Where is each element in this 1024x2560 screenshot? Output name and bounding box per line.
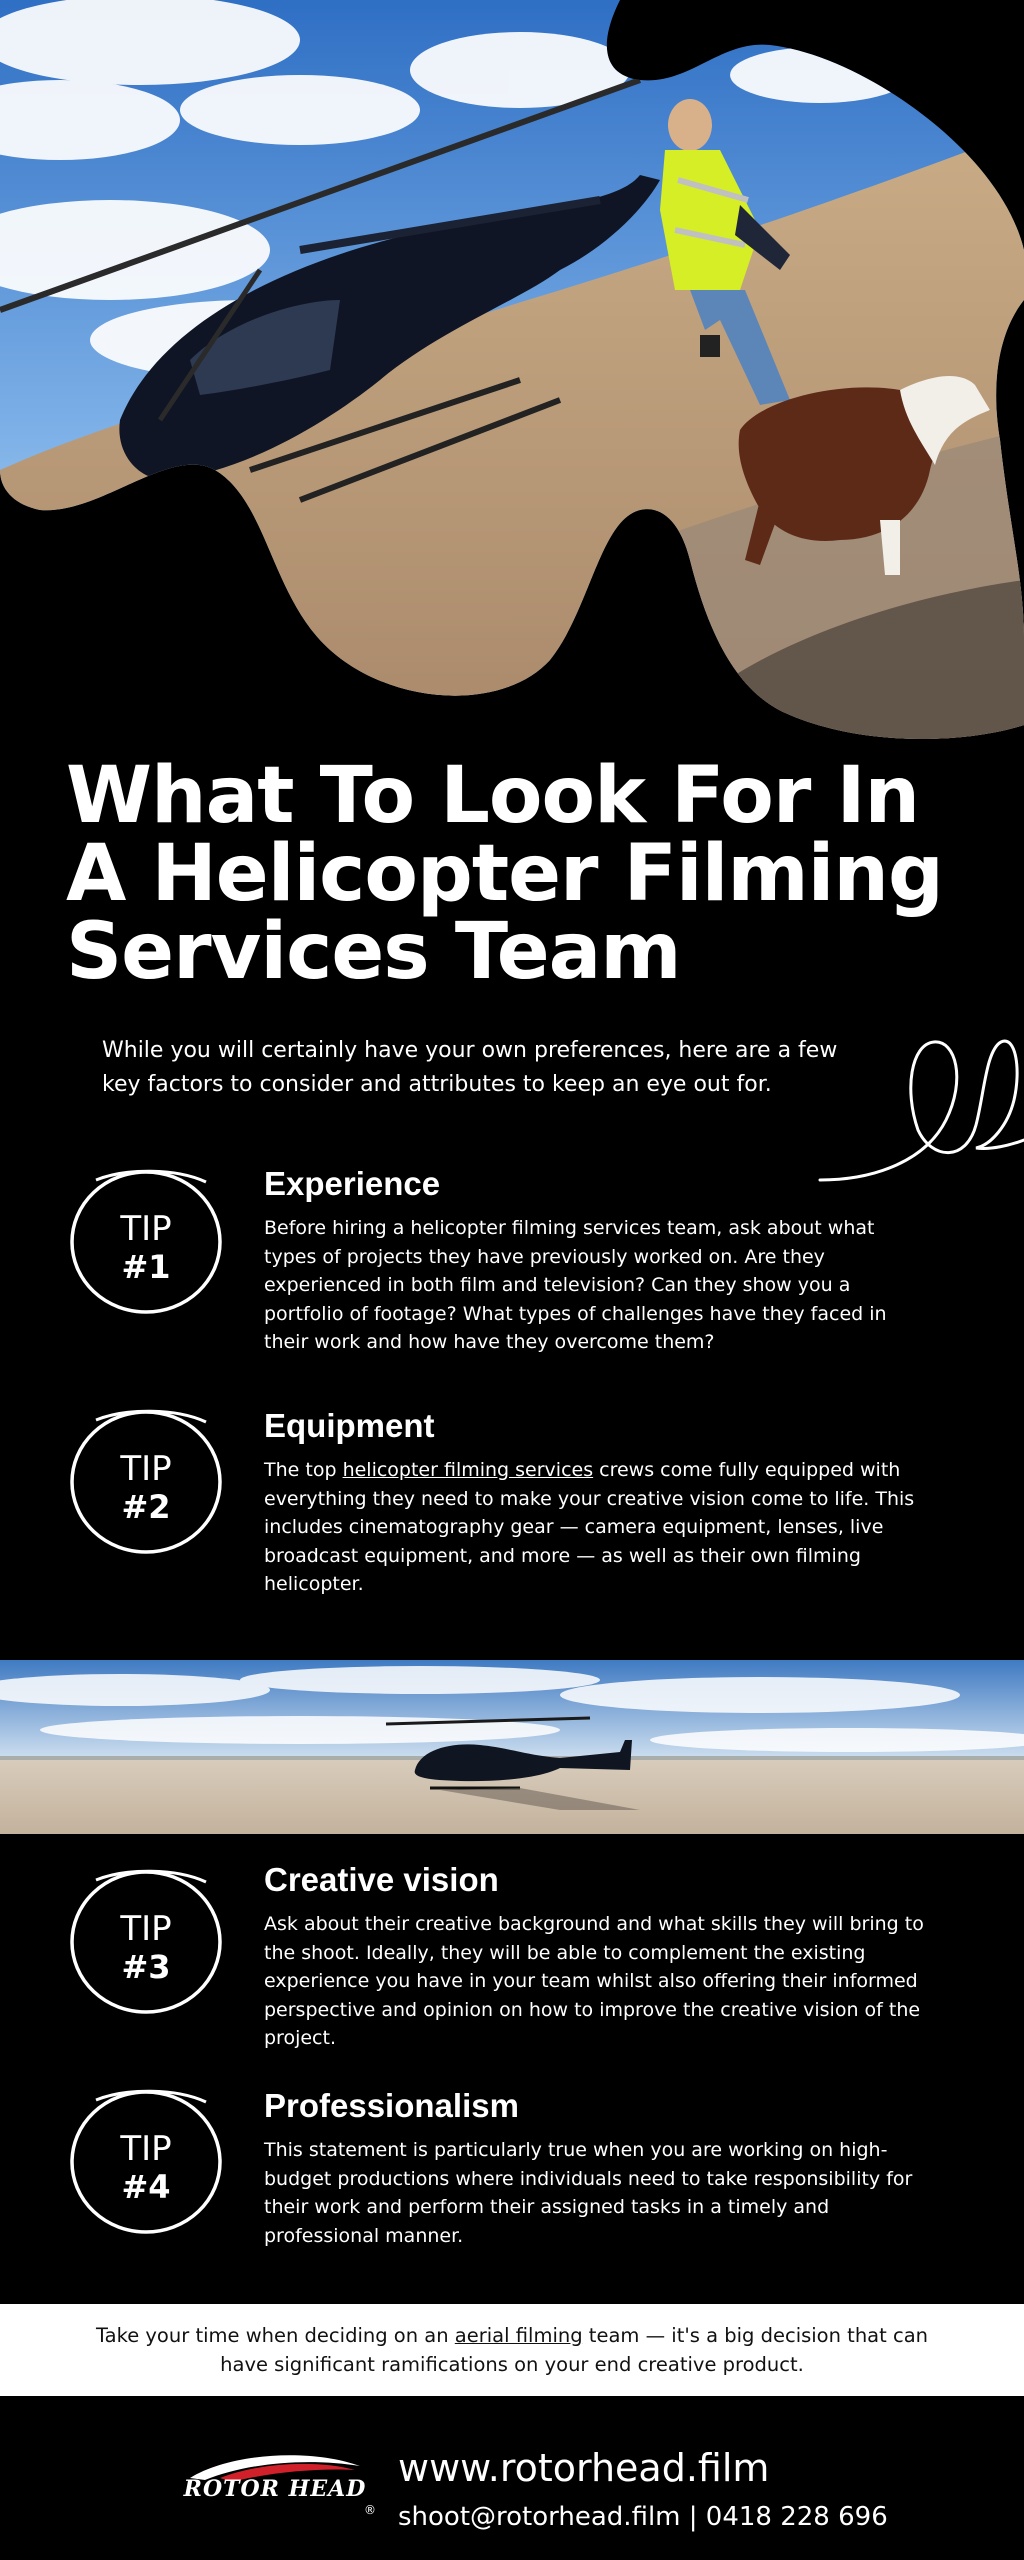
aerial-filming-link[interactable]: aerial filming — [454, 2324, 583, 2347]
conclusion-text: Take your time when deciding on an aeria… — [92, 2321, 932, 2379]
hero-photo — [0, 0, 1024, 740]
contact-info[interactable]: shoot@rotorhead.film | 0418 228 696 — [398, 2502, 888, 2532]
page-title: What To Look For In A Helicopter Filming… — [66, 757, 966, 991]
tip-heading: Experience — [264, 1165, 441, 1202]
tip-badge-word: TIP — [119, 1209, 171, 1249]
logo-text: ROTOR HEAD — [183, 2476, 367, 2502]
helicopter-salt-flat-photo-icon — [0, 1660, 1024, 1834]
title-line-3: Services Team — [66, 907, 682, 997]
tip-badge-number: #3 — [121, 1948, 170, 1986]
decorative-swirl-icon — [818, 1039, 1024, 1182]
title-line-1: What To Look For In — [66, 751, 920, 841]
tip-badge-word: TIP — [119, 2129, 171, 2169]
tip-body: This statement is particularly true when… — [264, 2139, 913, 2247]
conclusion-text-pre: Take your time when deciding on an — [95, 2324, 455, 2347]
helicopter-pilot-dog-photo-icon — [0, 0, 1024, 739]
conclusion-text-post: team — it's a big decision that can have… — [220, 2324, 929, 2376]
tip-body: Before hiring a helicopter filming servi… — [264, 1217, 887, 1353]
tip-circle-badge-icon: TIP #2 — [70, 1409, 222, 1554]
website-link[interactable]: www.rotorhead.film — [398, 2446, 770, 2490]
tip-heading: Creative vision — [264, 1861, 499, 1898]
tip-circle-badge-icon: TIP #3 — [70, 1869, 222, 2014]
tip-badge-number: #1 — [121, 1248, 170, 1286]
intro-text: While you will certainly have your own p… — [102, 1038, 838, 1097]
tip-badge-word: TIP — [119, 1449, 171, 1489]
tip-circle-badge-icon: TIP #4 — [70, 2089, 222, 2234]
tip-body: The top helicopter filming services crew… — [264, 1456, 924, 1599]
tip-body-text: crews come fully equipped with everythin… — [264, 1459, 915, 1595]
tip-badge-number: #2 — [121, 1488, 170, 1526]
tip-body-text: The top — [264, 1459, 343, 1481]
rotor-head-logo: ROTOR HEAD ® — [183, 2455, 376, 2517]
title-line-2: A Helicopter Filming — [66, 829, 944, 919]
logo-registered-mark: ® — [364, 2503, 376, 2517]
mid-photo — [0, 1660, 1024, 1834]
tip-heading: Equipment — [264, 1407, 435, 1444]
helicopter-filming-services-link[interactable]: helicopter filming services — [342, 1459, 594, 1481]
conclusion-banner: Take your time when deciding on an aeria… — [0, 2304, 1024, 2396]
tip-body: Ask about their creative background and … — [264, 1913, 924, 2049]
tip-circle-badge-icon: TIP #1 — [70, 1169, 222, 1314]
tip-badge-number: #4 — [121, 2168, 170, 2206]
tip-heading: Professionalism — [264, 2087, 519, 2124]
tip-badge-word: TIP — [119, 1909, 171, 1949]
